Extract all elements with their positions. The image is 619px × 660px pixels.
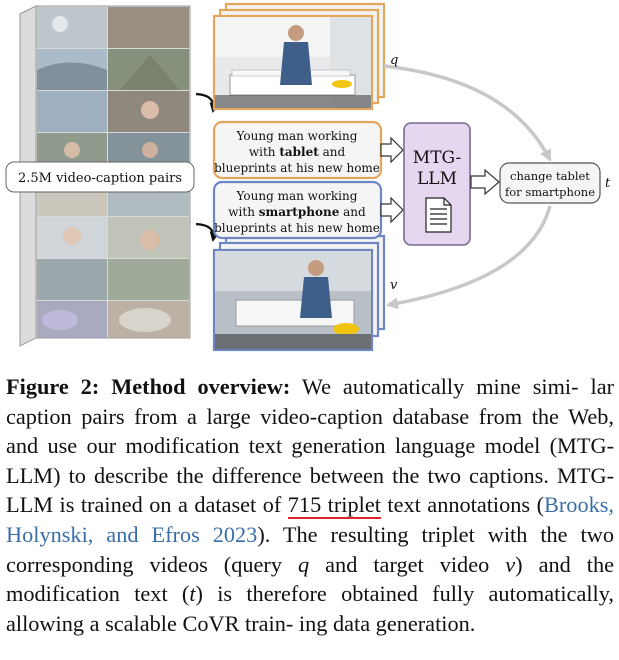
arrow-caption-query-to-llm: [380, 136, 404, 164]
caption-title: Method overview:: [111, 374, 291, 399]
mtg-llm-box: MTG- LLM: [403, 122, 471, 246]
caption-underlined-phrase: 715 triplet: [287, 492, 381, 520]
database-label-box: 2.5M video-caption pairs: [5, 161, 195, 193]
caption-var-q: q: [297, 551, 310, 577]
caption-box-query: Young man working with tablet and bluepr…: [212, 120, 383, 180]
modification-line1: change tablet: [510, 169, 590, 183]
caption-box-target: Young man working with smartphone and bl…: [212, 180, 383, 240]
caption-line2: lar caption pairs from a large video-cap…: [6, 374, 615, 429]
caption-line8-post: ) is therefore: [195, 581, 327, 607]
label-v: v: [390, 278, 398, 293]
mtg-llm-line2: LLM: [417, 169, 457, 189]
caption-query-line1: Young man working: [236, 129, 358, 143]
caption-line6-post: ). The: [257, 521, 318, 547]
arrow-modification-to-target: [386, 205, 552, 310]
caption-var-v: v: [505, 551, 516, 577]
modification-line2: for smartphone: [505, 185, 595, 199]
citation-link[interactable]: Brooks, Holynski, and Efros 2023: [6, 492, 614, 547]
caption-line6-pre: text annotations (: [387, 492, 544, 518]
caption-line8-mid: ) and the modification text (: [6, 551, 615, 607]
caption-line5-pre: two captions. MTG-LLM is trained on a da…: [6, 462, 615, 518]
arrow-db-to-target: [195, 222, 220, 242]
document-icon: [425, 197, 452, 233]
arrow-caption-target-to-llm: [380, 196, 404, 224]
figure-label: Figure 2:: [6, 374, 100, 399]
caption-line4: model (MTG-LLM) to describe the differen…: [6, 433, 615, 488]
caption-query-line3: blueprints at his new home: [214, 161, 380, 175]
method-overview-figure: 2.5M video-caption pairs Young man worki…: [5, 2, 611, 352]
caption-target-line3: blueprints at his new home: [214, 221, 380, 235]
caption-var-t: t: [189, 581, 196, 607]
caption-target-line1: Young man working: [236, 189, 358, 203]
figure-caption: Figure 2: Method overview: We automatica…: [6, 372, 614, 638]
modification-text-box: change tablet for smartphone: [499, 162, 601, 204]
arrow-query-to-modification: [383, 64, 552, 162]
caption-line3: the Web, and use our modification text g…: [6, 403, 614, 459]
caption-line9: obtained fully automatically, allowing a…: [6, 581, 615, 636]
caption-target-line2: with smartphone and: [228, 205, 366, 219]
mtg-llm-line1: MTG-: [413, 148, 461, 168]
caption-query-line2: with tablet and: [249, 145, 346, 159]
caption-line1-rest: We automatically mine simi-: [301, 374, 579, 399]
arrow-llm-to-modification: [470, 168, 500, 196]
label-q: q: [390, 53, 398, 68]
caption-line7: resulting triplet with the two correspon…: [6, 521, 614, 577]
arrow-db-to-query: [195, 92, 220, 113]
database-label: 2.5M video-caption pairs: [18, 171, 182, 186]
caption-line8-pre: and target video: [325, 551, 490, 577]
query-video-frames: [212, 2, 386, 111]
target-video-frames: [212, 234, 386, 352]
label-t: t: [605, 176, 611, 191]
caption-line10: ing data generation.: [298, 610, 476, 636]
